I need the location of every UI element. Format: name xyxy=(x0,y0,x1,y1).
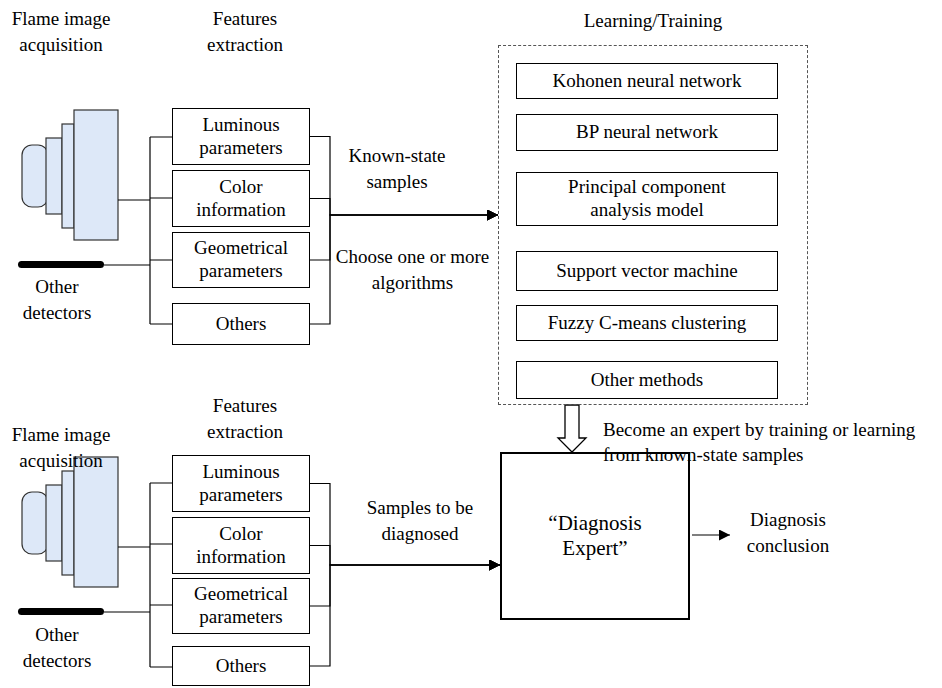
box-text: Fuzzy C-means clustering xyxy=(548,312,746,335)
annotation-label: Other detectors xyxy=(2,274,112,326)
feature-box: Others xyxy=(172,303,310,345)
output-arrow xyxy=(692,534,730,535)
annotation-label: Features extraction xyxy=(190,393,300,445)
feature-box: Geometrical parameters xyxy=(172,232,310,288)
method-box: Principal component analysis model xyxy=(516,172,778,226)
annotation-label: Choose one or more algorithms xyxy=(330,244,495,296)
input-bracket xyxy=(104,483,172,667)
annotation-label: Flame image acquisition xyxy=(2,6,120,58)
merge-connector xyxy=(310,546,500,566)
method-box: Other methods xyxy=(516,361,778,399)
merge-connector xyxy=(310,565,500,666)
box-text: Principal component analysis model xyxy=(547,176,747,222)
merge-connector xyxy=(310,137,498,216)
input-bracket xyxy=(104,137,172,324)
box-text: Color information xyxy=(180,523,302,569)
camera-ring xyxy=(46,138,62,214)
expert-box: “Diagnosis Expert” xyxy=(500,452,690,620)
feature-box: Others xyxy=(172,646,310,686)
region-heading: Learning/Training xyxy=(499,10,807,33)
camera-lens xyxy=(22,492,48,554)
method-box: Fuzzy C-means clustering xyxy=(516,305,778,341)
annotation-label: Known-state samples xyxy=(332,143,462,195)
method-box: Kohonen neural network xyxy=(516,63,778,99)
detector-bar xyxy=(18,608,104,615)
box-text: Geometrical parameters xyxy=(180,583,302,629)
edge-label: Become an expert by training or learning… xyxy=(603,418,941,467)
merge-connector xyxy=(310,215,498,324)
box-text: Geometrical parameters xyxy=(180,237,302,283)
feature-box: Geometrical parameters xyxy=(172,578,310,634)
box-text: Support vector machine xyxy=(556,260,738,283)
feature-box: Color information xyxy=(172,170,310,227)
annotation-label: Features extraction xyxy=(190,6,300,58)
feature-box: Luminous parameters xyxy=(172,455,310,512)
annotation-label: Other detectors xyxy=(2,622,112,674)
detector-bar xyxy=(18,261,104,268)
feature-box: Luminous parameters xyxy=(172,108,310,165)
camera-body xyxy=(74,110,118,240)
feature-box: Color information xyxy=(172,517,310,574)
annotation-label: Diagnosis conclusion xyxy=(733,507,843,559)
box-text: Kohonen neural network xyxy=(553,70,742,93)
camera-lens xyxy=(22,145,48,207)
box-text: Others xyxy=(216,655,267,678)
box-text: Luminous parameters xyxy=(180,114,302,160)
box-text: Color information xyxy=(180,176,302,222)
annotation-label: Samples to be diagnosed xyxy=(360,495,480,547)
box-text: “Diagnosis Expert” xyxy=(535,511,655,561)
merge-connector xyxy=(310,199,498,216)
camera-flange xyxy=(62,471,74,575)
method-box: Support vector machine xyxy=(516,251,778,291)
box-text: Luminous parameters xyxy=(180,461,302,507)
merge-connector xyxy=(310,565,500,606)
merge-connector xyxy=(310,484,500,566)
box-text: BP neural network xyxy=(576,121,718,144)
method-box: BP neural network xyxy=(516,114,778,151)
camera-flange xyxy=(62,124,74,228)
box-text: Others xyxy=(216,313,267,336)
camera-ring xyxy=(46,485,62,561)
box-text: Other methods xyxy=(591,369,703,392)
annotation-label: Flame image acquisition xyxy=(2,422,120,474)
camera-body xyxy=(74,457,118,587)
training-region: Learning/TrainingKohonen neural networkB… xyxy=(498,45,808,405)
hollow-arrow xyxy=(558,405,586,452)
